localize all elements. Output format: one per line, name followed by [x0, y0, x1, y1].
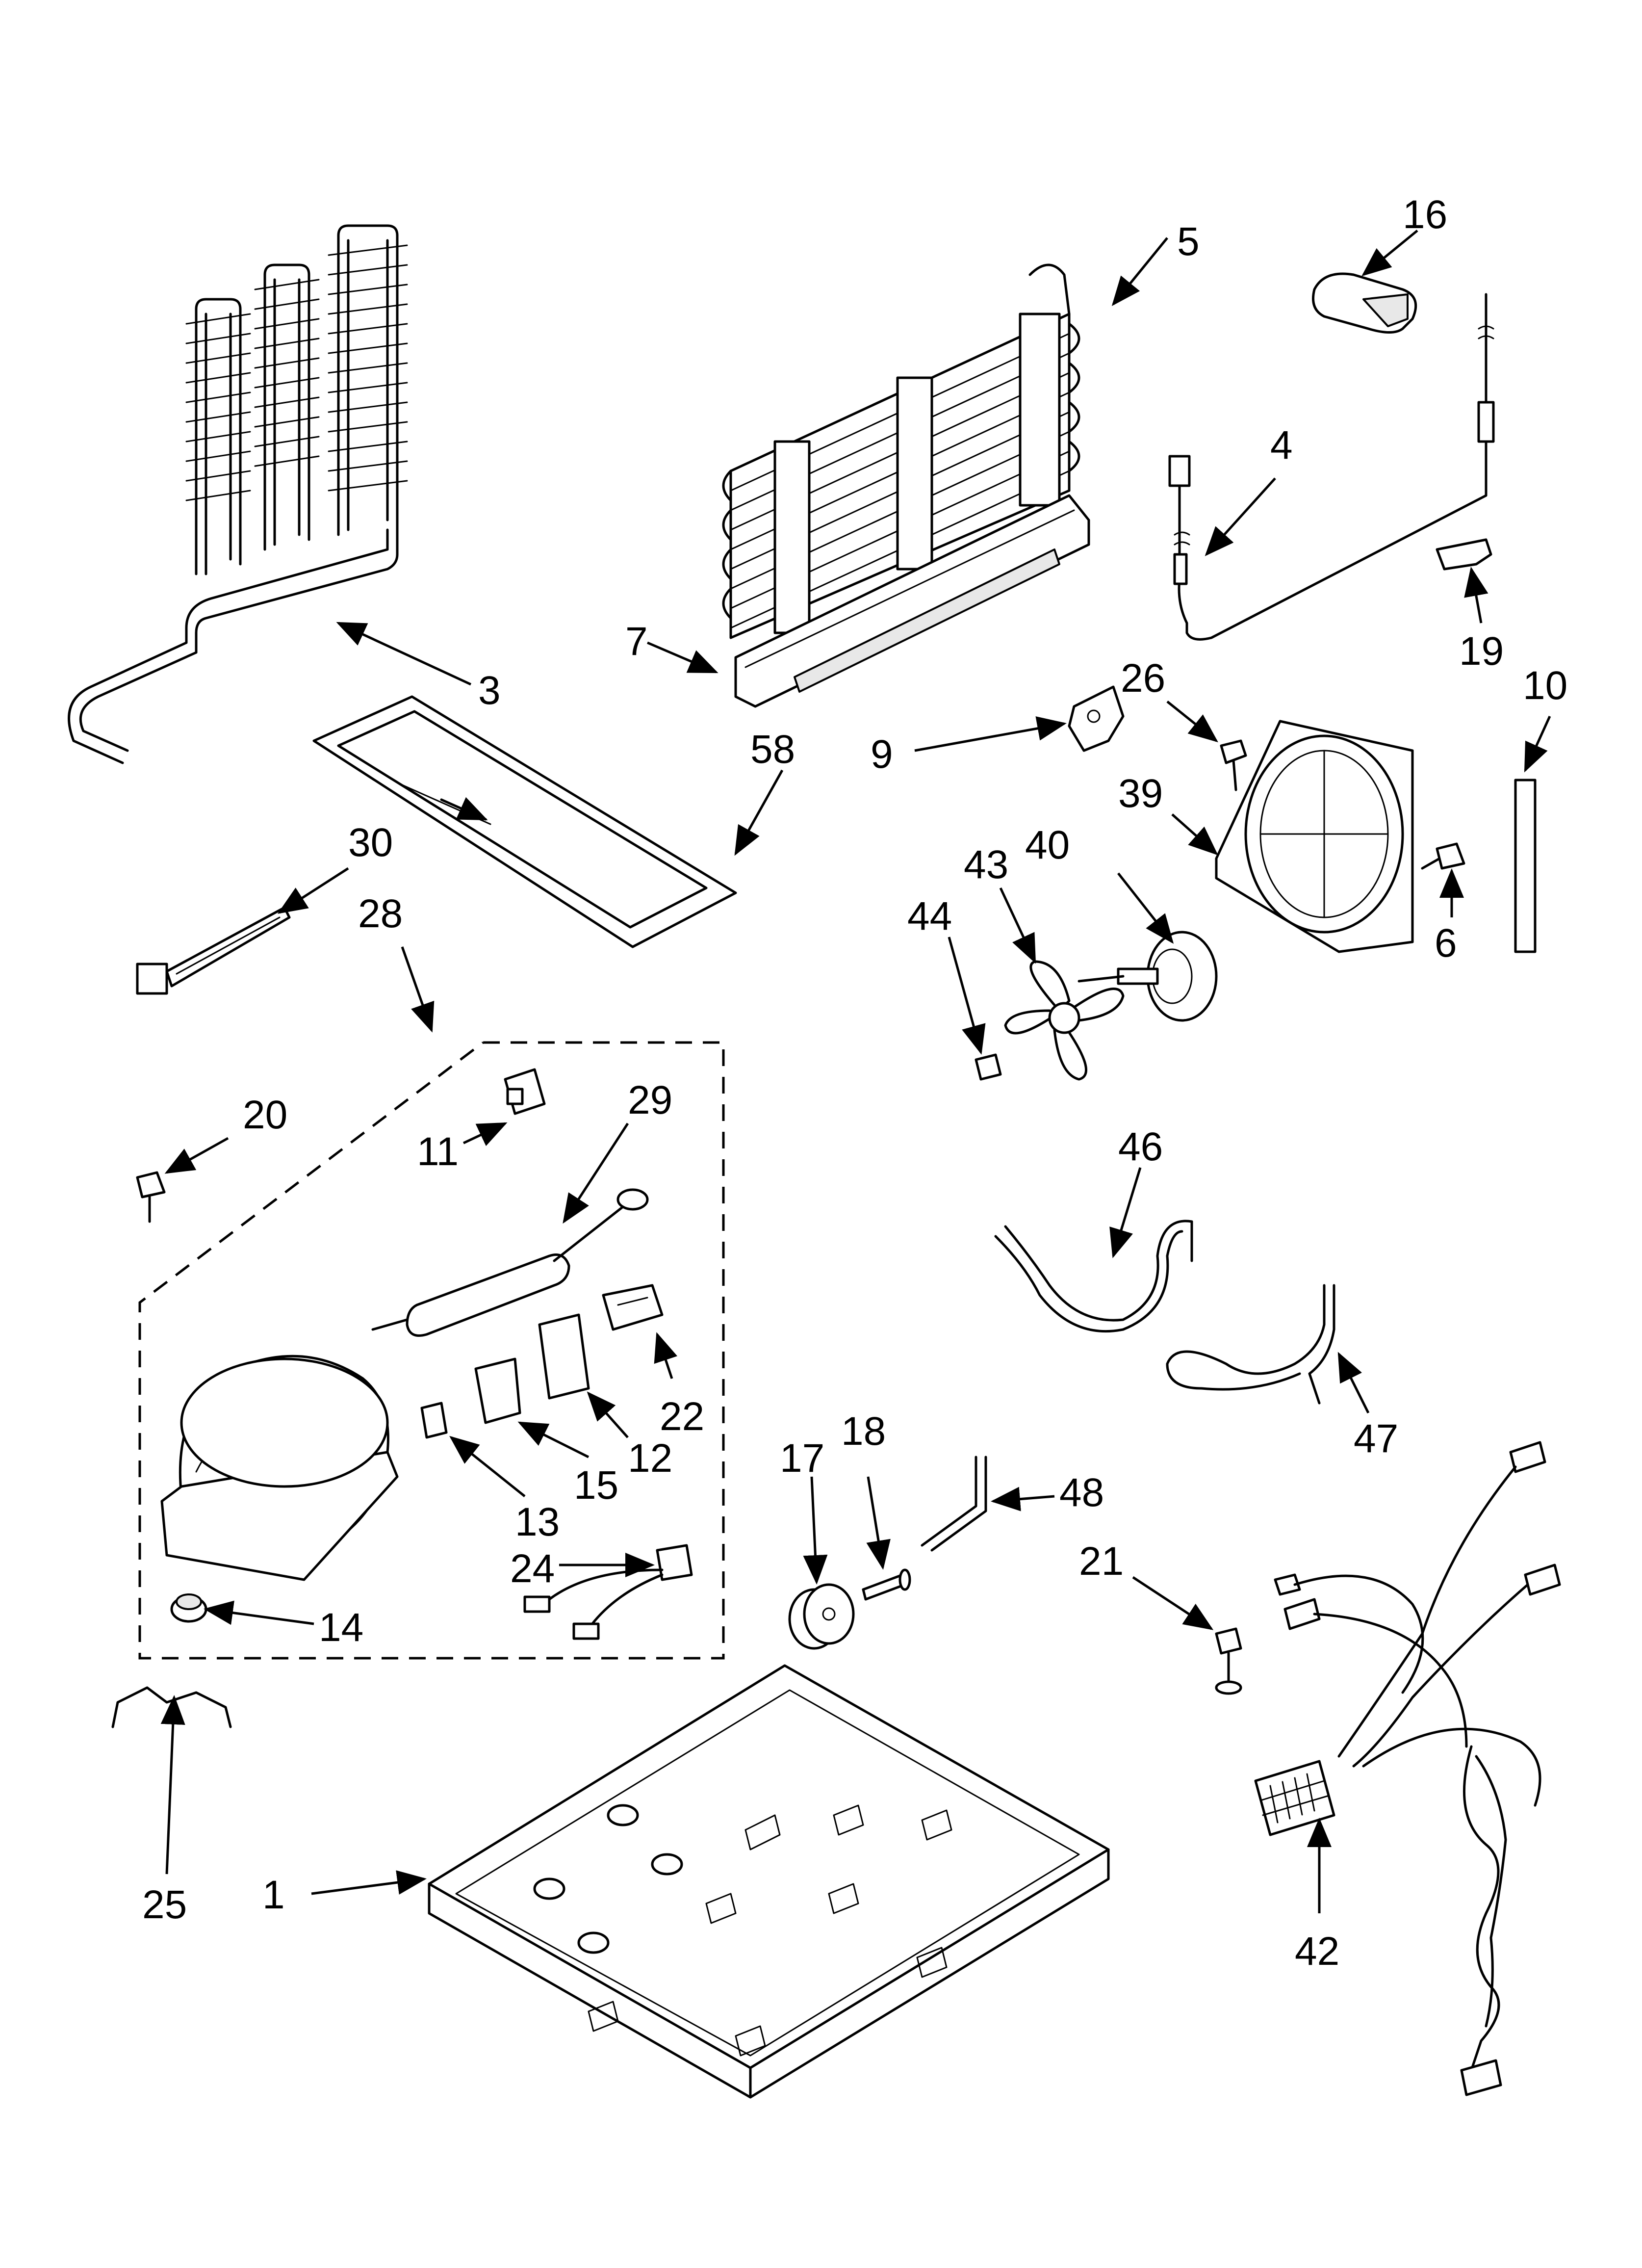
bracket-part-9 — [1068, 685, 1125, 752]
callout-1: 1 — [262, 1873, 285, 1917]
capacitor-part-29 — [371, 1188, 649, 1337]
callout-20: 20 — [243, 1093, 287, 1137]
callout-6: 6 — [1435, 921, 1457, 965]
callout-29: 29 — [628, 1078, 672, 1122]
strip-part-10 — [1514, 779, 1537, 953]
drain-pan-part-58 — [312, 695, 737, 948]
screw-part-21 — [1215, 1627, 1242, 1695]
compressor — [160, 1355, 399, 1581]
callout-43: 43 — [964, 842, 1008, 887]
callout-22: 22 — [660, 1394, 704, 1439]
relay-part-11 — [504, 1068, 546, 1115]
callout-3: 3 — [478, 668, 501, 713]
grommet-part-14 — [170, 1593, 207, 1623]
fan-motor-part-40 — [1078, 931, 1218, 1022]
callout-5: 5 — [1177, 219, 1200, 264]
tube-part-48 — [921, 1456, 987, 1552]
callout-58: 58 — [750, 727, 795, 772]
callout-26: 26 — [1121, 656, 1165, 701]
callout-11: 11 — [417, 1129, 459, 1174]
overload-part-22 — [602, 1284, 664, 1331]
start-device-part-15 — [474, 1357, 521, 1424]
callout-9: 9 — [871, 732, 893, 777]
sensor-cord-part-4 — [1168, 293, 1495, 641]
callout-16: 16 — [1403, 192, 1447, 237]
screw-part-26 — [1220, 739, 1247, 791]
callout-39: 39 — [1118, 771, 1163, 816]
relay-cover-part-12 — [538, 1313, 590, 1400]
compressor-kit-outline-28 — [138, 1041, 725, 1660]
fan-shroud-part-39 — [1215, 720, 1414, 953]
callout-47: 47 — [1354, 1416, 1398, 1461]
tube-part-47 — [1166, 1284, 1335, 1405]
axle-part-18 — [862, 1568, 911, 1601]
screw-part-20 — [136, 1171, 166, 1223]
clip-part-19 — [1436, 538, 1492, 571]
cable-tie-part-30 — [136, 906, 291, 995]
callout-13: 13 — [515, 1500, 560, 1544]
callout-42: 42 — [1295, 1929, 1339, 1974]
callout-14: 14 — [319, 1605, 363, 1650]
fan-blade-part-43 — [1004, 960, 1125, 1081]
callout-24: 24 — [510, 1546, 555, 1591]
callout-10: 10 — [1523, 663, 1567, 708]
screw-part-6 — [1421, 842, 1465, 870]
callout-19: 19 — [1459, 629, 1504, 674]
clip-part-25 — [111, 1686, 232, 1728]
callout-7: 7 — [625, 619, 648, 664]
callout-labels: 1 3 4 5 6 7 9 10 11 12 13 14 15 16 17 18… — [142, 192, 1567, 1974]
roller-part-17 — [788, 1583, 855, 1650]
callout-44: 44 — [907, 894, 952, 938]
tube-part-46 — [994, 1220, 1193, 1333]
terminal-part-13 — [420, 1402, 448, 1439]
callout-15: 15 — [574, 1463, 618, 1508]
condenser-part-3 — [68, 224, 408, 764]
callout-46: 46 — [1118, 1124, 1163, 1169]
evaporator-part-5 — [722, 263, 1080, 639]
cap-part-16 — [1312, 272, 1417, 334]
callout-18: 18 — [841, 1409, 886, 1454]
wire-harness-part-42 — [1254, 1441, 1561, 2096]
base-frame-part-1 — [428, 1664, 1110, 2099]
clip-part-44 — [975, 1053, 1002, 1081]
evaporator-tray-part-7 — [734, 494, 1090, 708]
callout-25: 25 — [142, 1882, 187, 1927]
callout-30: 30 — [348, 820, 393, 865]
callout-28: 28 — [358, 891, 403, 936]
callout-17: 17 — [780, 1436, 824, 1481]
callout-40: 40 — [1025, 823, 1070, 867]
callout-4: 4 — [1270, 423, 1293, 468]
leader-lines — [160, 230, 1551, 1913]
callout-48: 48 — [1059, 1470, 1104, 1515]
callout-21: 21 — [1079, 1539, 1124, 1584]
callout-12: 12 — [628, 1436, 672, 1481]
